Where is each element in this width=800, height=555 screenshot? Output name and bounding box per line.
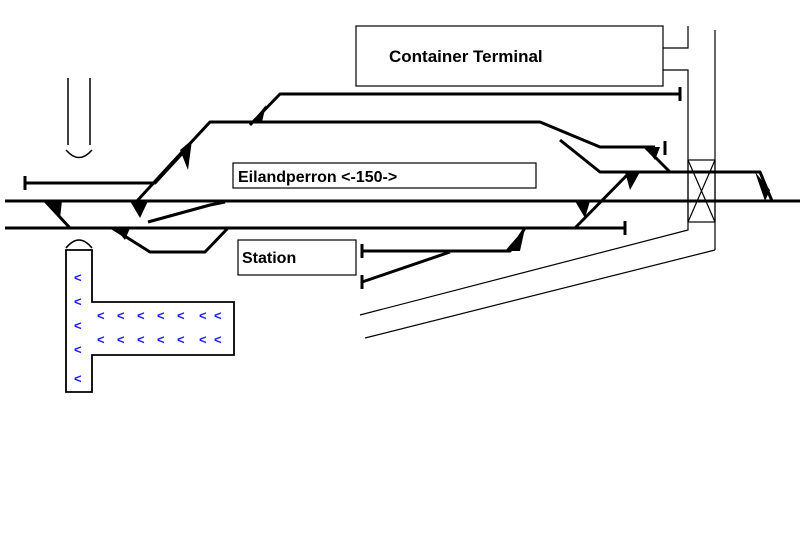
water-flow-icon: < [74, 342, 82, 357]
station-track-2 [361, 250, 451, 284]
eilandperron-platform: Eilandperron <-150-> [232, 162, 537, 189]
water-flow-icon: < [74, 294, 82, 309]
water-flow-icon: < [177, 308, 185, 323]
water-flow-icon: < [214, 332, 222, 347]
water-flow-icon: < [137, 332, 145, 347]
water-flow-icon: < [97, 308, 105, 323]
level-crossing [687, 159, 716, 223]
level-crossing-diagonal [687, 159, 716, 223]
eilandperron-label: Eilandperron <-150-> [238, 169, 397, 186]
water-flow-icon: < [117, 308, 125, 323]
lower-bypass-track [111, 226, 230, 254]
water-flow-icon: < [157, 308, 165, 323]
water-flow-icon: < [199, 332, 207, 347]
water-flow-icon: < [177, 332, 185, 347]
switch-markers [45, 105, 770, 251]
terminal-link-line [359, 69, 689, 316]
container-terminal-label: Container Terminal [389, 47, 543, 66]
water-canal: < < < < < < < < < < < < < < < < < < < [65, 249, 235, 393]
station-label: Station [242, 250, 296, 267]
water-flow-icon: < [97, 332, 105, 347]
water-flow-icon: < [199, 308, 207, 323]
water-flow-icon: < [74, 318, 82, 333]
switch-marker [575, 201, 590, 218]
bridge [65, 78, 93, 249]
switch-marker [45, 201, 62, 218]
water-flow-icon: < [74, 270, 82, 285]
switch-marker [625, 172, 640, 190]
container-terminal-track [248, 92, 680, 127]
boundary-line [364, 249, 716, 339]
switch-marker [130, 201, 148, 218]
right-crossover-track [573, 170, 632, 230]
upper-bypass-track [135, 120, 655, 203]
left-siding-track [25, 143, 192, 185]
water-flow-icon: < [117, 332, 125, 347]
switch-marker [755, 172, 770, 201]
station-track-1 [362, 227, 527, 253]
switch-marker [645, 147, 660, 160]
water-flow-icon: < [157, 332, 165, 347]
water-flow-icon: < [137, 308, 145, 323]
bridge-arc [65, 239, 93, 249]
switch-marker [180, 140, 192, 170]
platform-track [147, 200, 226, 224]
water-flow-icon: < [74, 371, 82, 386]
switch-marker [252, 105, 266, 122]
water-flow-icon: < [214, 308, 222, 323]
water-flow-icons: < < < < < < < < < < < < < < < < < < < [74, 270, 222, 386]
boundary-lines [359, 26, 716, 339]
station-platform: Station [237, 239, 357, 276]
switch-marker [505, 228, 525, 251]
bridge-arc [65, 149, 93, 159]
switch-marker [115, 228, 130, 240]
container-terminal-box: Container Terminal [355, 25, 664, 87]
buffer-stops [23, 87, 682, 289]
terminal-access-line [663, 26, 689, 49]
